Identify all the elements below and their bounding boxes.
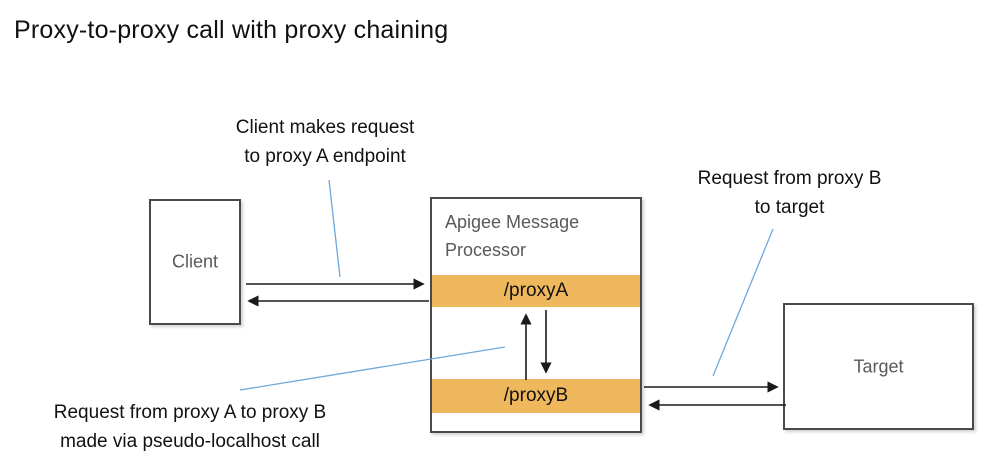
proxy-b-label: /proxyB — [503, 385, 569, 406]
proxy-a-label: /proxyA — [503, 280, 569, 301]
apigee-box-title: Apigee Message Processor — [445, 208, 625, 264]
annotation-line: Client makes request — [235, 117, 415, 138]
annotation-line: Request from proxy A to proxy B — [53, 402, 327, 423]
client-box: Client — [149, 199, 241, 325]
annotation-proxya-to-proxyb: Request from proxy A to proxy B made via… — [6, 398, 374, 456]
annotation-proxyb-to-target: Request from proxy B to target — [662, 164, 917, 222]
annotation-line: made via pseudo-localhost call — [60, 431, 320, 452]
annotation-line: Request from proxy B — [697, 168, 882, 189]
leader-line-client-request — [328, 179, 341, 278]
annotation-line: to target — [754, 197, 825, 218]
apigee-title-line: Apigee Message — [445, 212, 580, 232]
target-label: Target — [853, 356, 904, 376]
leader-line-proxyb-to-target — [712, 228, 774, 377]
apigee-title-line: Processor — [445, 240, 527, 260]
apigee-message-processor-box: Apigee Message Processor /proxyA /proxyB — [430, 197, 642, 433]
client-label: Client — [171, 251, 219, 272]
proxy-b-bar: /proxyB — [432, 379, 640, 413]
annotation-client-request: Client makes request to proxy A endpoint — [200, 113, 450, 171]
proxy-a-bar: /proxyA — [432, 275, 640, 307]
annotation-line: to proxy A endpoint — [244, 146, 406, 167]
page-title: Proxy-to-proxy call with proxy chaining — [14, 16, 449, 44]
target-box: Target — [783, 303, 974, 430]
